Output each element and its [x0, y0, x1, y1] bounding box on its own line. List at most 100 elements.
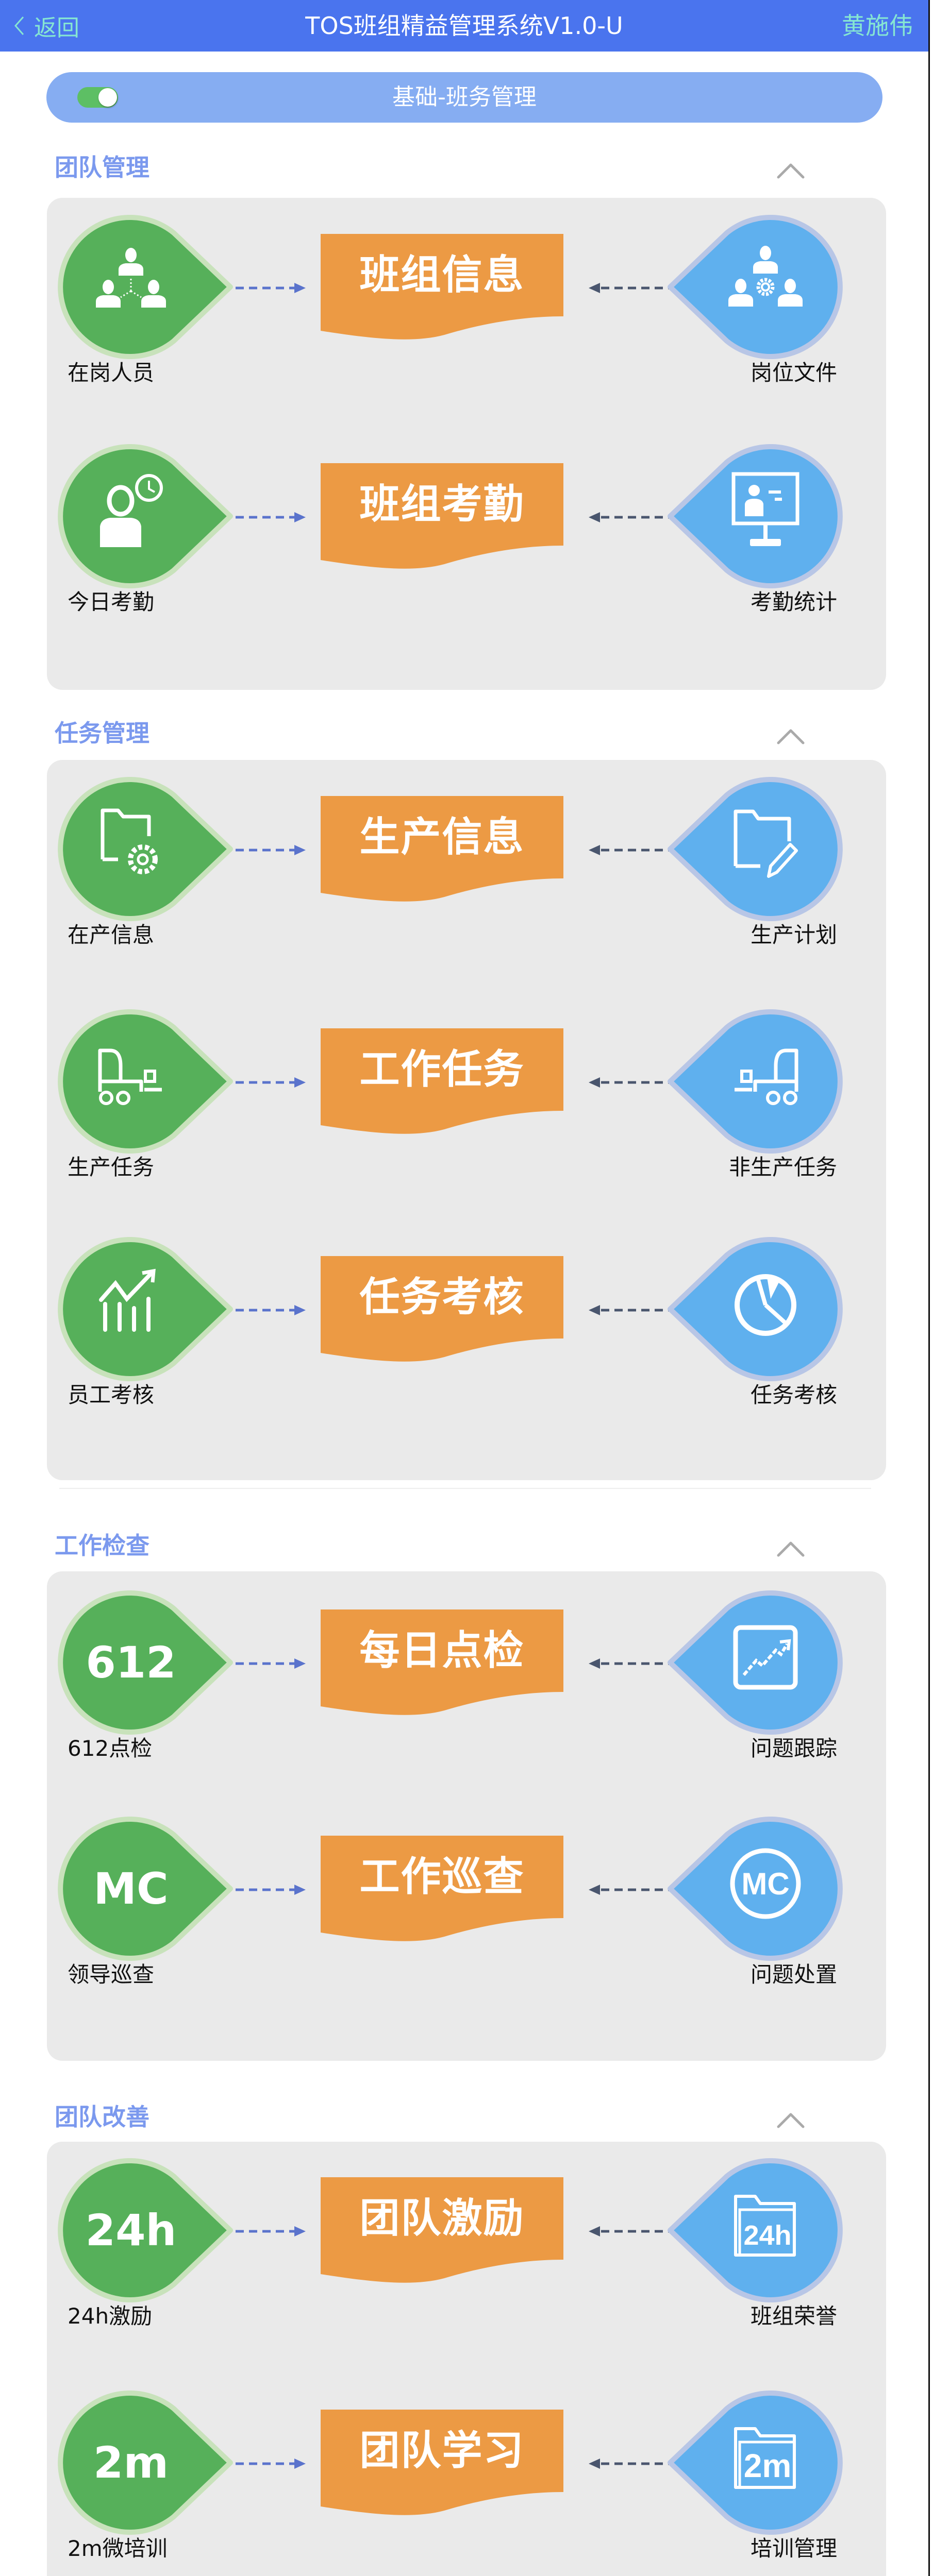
mode-bar: 基础-班务管理 — [46, 72, 882, 123]
chevron-left-icon — [14, 16, 24, 35]
left-node-label: 今日考勤 — [68, 589, 155, 615]
right-node-button[interactable] — [668, 444, 843, 588]
left-node-button[interactable]: 24h — [58, 2158, 233, 2302]
arrow-right-icon — [236, 512, 306, 522]
teardrop-shape — [58, 1237, 233, 1381]
left-node-button[interactable] — [58, 1237, 233, 1381]
mc-circle-icon: MC — [727, 1845, 804, 1933]
left-node-button[interactable] — [58, 1009, 233, 1154]
arrow-right-icon — [236, 2226, 306, 2236]
right-node-button[interactable]: MC — [668, 1817, 843, 1961]
folder-24h-icon: 24h — [729, 2189, 802, 2272]
trend-monitor-icon — [729, 1621, 802, 1704]
teardrop-shape — [58, 2158, 233, 2302]
folder-2m-icon: 2m — [729, 2421, 802, 2504]
arrow-left-icon — [589, 1077, 669, 1088]
teardrop-shape — [668, 777, 843, 921]
section-title: 团队管理 — [55, 154, 149, 181]
module-card[interactable]: 班组考勤 — [321, 463, 563, 569]
mode-toggle[interactable] — [77, 87, 118, 108]
right-node-button[interactable] — [668, 1590, 843, 1735]
flow-row: 今日考勤 班组考勤 考勤统计 — [0, 444, 933, 615]
module-card-title: 团队激励 — [359, 2195, 525, 2242]
flow-row: 2m 2m微培训 团队学习 2m 培训管理 — [0, 2391, 933, 2561]
module-card-title: 生产信息 — [359, 814, 525, 860]
chevron-up-icon[interactable] — [775, 162, 806, 179]
chevron-up-icon[interactable] — [775, 1540, 806, 1557]
teardrop-shape — [668, 2391, 843, 2535]
mode-label: 基础-班务管理 — [392, 84, 537, 110]
module-card-title: 班组信息 — [359, 252, 525, 298]
right-node-label: 考勤统计 — [750, 589, 837, 615]
right-node-label: 生产计划 — [750, 922, 837, 947]
module-card-title: 工作任务 — [359, 1046, 525, 1093]
left-node-button[interactable] — [58, 777, 233, 921]
module-card[interactable]: 每日点检 — [321, 1609, 563, 1715]
teardrop-shape — [58, 2391, 233, 2535]
teardrop-shape — [668, 2158, 843, 2302]
section-divider — [59, 1488, 871, 1489]
left-node-label: 员工考核 — [68, 1382, 155, 1408]
left-node-label: 生产任务 — [68, 1155, 155, 1180]
section-title: 任务管理 — [55, 719, 149, 747]
right-node-label: 问题处置 — [750, 1962, 837, 1987]
folder-gear-icon — [97, 805, 164, 893]
presentation-screen-icon — [729, 470, 802, 563]
module-card[interactable]: 工作任务 — [321, 1028, 563, 1134]
left-node-button[interactable] — [58, 444, 233, 588]
arrow-left-icon — [589, 1885, 669, 1895]
module-card[interactable]: 工作巡查 — [321, 1836, 563, 1941]
left-node-button[interactable] — [58, 215, 233, 359]
module-card[interactable]: 生产信息 — [321, 796, 563, 902]
left-node-button[interactable]: 612 — [58, 1590, 233, 1735]
right-node-button[interactable]: 24h — [668, 2158, 843, 2302]
module-card-title: 工作巡查 — [359, 1854, 525, 1900]
module-card[interactable]: 团队激励 — [321, 2177, 563, 2283]
user-name[interactable]: 黄施伟 — [842, 12, 913, 40]
arrow-right-icon — [236, 845, 306, 855]
frame-border-right — [928, 0, 930, 2576]
module-card[interactable]: 团队学习 — [321, 2410, 563, 2515]
612-badge-icon: 612 — [86, 1637, 176, 1688]
right-node-label: 培训管理 — [750, 2536, 837, 2561]
right-node-button[interactable] — [668, 777, 843, 921]
bar-chart-trend-icon — [95, 1268, 167, 1350]
flow-row: 24h 24h激励 团队激励 24h 班组荣誉 — [0, 2158, 933, 2329]
arrow-right-icon — [236, 1658, 306, 1669]
chevron-up-icon[interactable] — [775, 2111, 806, 2129]
right-node-button[interactable] — [668, 1237, 843, 1381]
right-node-label: 班组荣誉 — [750, 2303, 837, 2329]
svg-text:MC: MC — [741, 1867, 789, 1901]
folder-pencil-icon — [729, 805, 802, 893]
pie-chart-icon — [729, 1268, 802, 1350]
forklift-reversed-icon — [729, 1040, 802, 1123]
module-card[interactable]: 任务考核 — [321, 1256, 563, 1362]
module-card[interactable]: 班组信息 — [321, 234, 563, 340]
teardrop-shape — [668, 1817, 843, 1961]
2m-badge-icon: 2m — [93, 2437, 169, 2488]
team-hierarchy-icon — [95, 246, 167, 328]
back-button[interactable]: 返回 — [13, 11, 79, 41]
arrow-right-icon — [236, 1077, 306, 1088]
chevron-up-icon[interactable] — [775, 727, 806, 745]
arrow-left-icon — [589, 283, 669, 293]
back-label: 返回 — [34, 15, 79, 41]
team-gear-icon — [727, 243, 804, 331]
left-node-label: 领导巡查 — [68, 1962, 155, 1987]
left-node-button[interactable]: MC — [58, 1817, 233, 1961]
right-node-button[interactable]: 2m — [668, 2391, 843, 2535]
teardrop-shape — [58, 1817, 233, 1961]
left-node-label: 24h激励 — [68, 2303, 153, 2329]
right-node-button[interactable] — [668, 1009, 843, 1154]
flow-row: MC 领导巡查 工作巡查 MC 问题处置 — [0, 1817, 933, 1987]
section-title: 工作检查 — [55, 1532, 149, 1560]
left-node-button[interactable]: 2m — [58, 2391, 233, 2535]
teardrop-shape — [58, 444, 233, 588]
teardrop-shape — [668, 1237, 843, 1381]
arrow-left-icon — [589, 845, 669, 855]
right-node-button[interactable] — [668, 215, 843, 359]
arrow-right-icon — [236, 1305, 306, 1315]
arrow-left-icon — [589, 1305, 669, 1315]
flow-row: 在产信息 生产信息 生产计划 — [0, 777, 933, 947]
left-node-label: 612点检 — [68, 1736, 153, 1761]
